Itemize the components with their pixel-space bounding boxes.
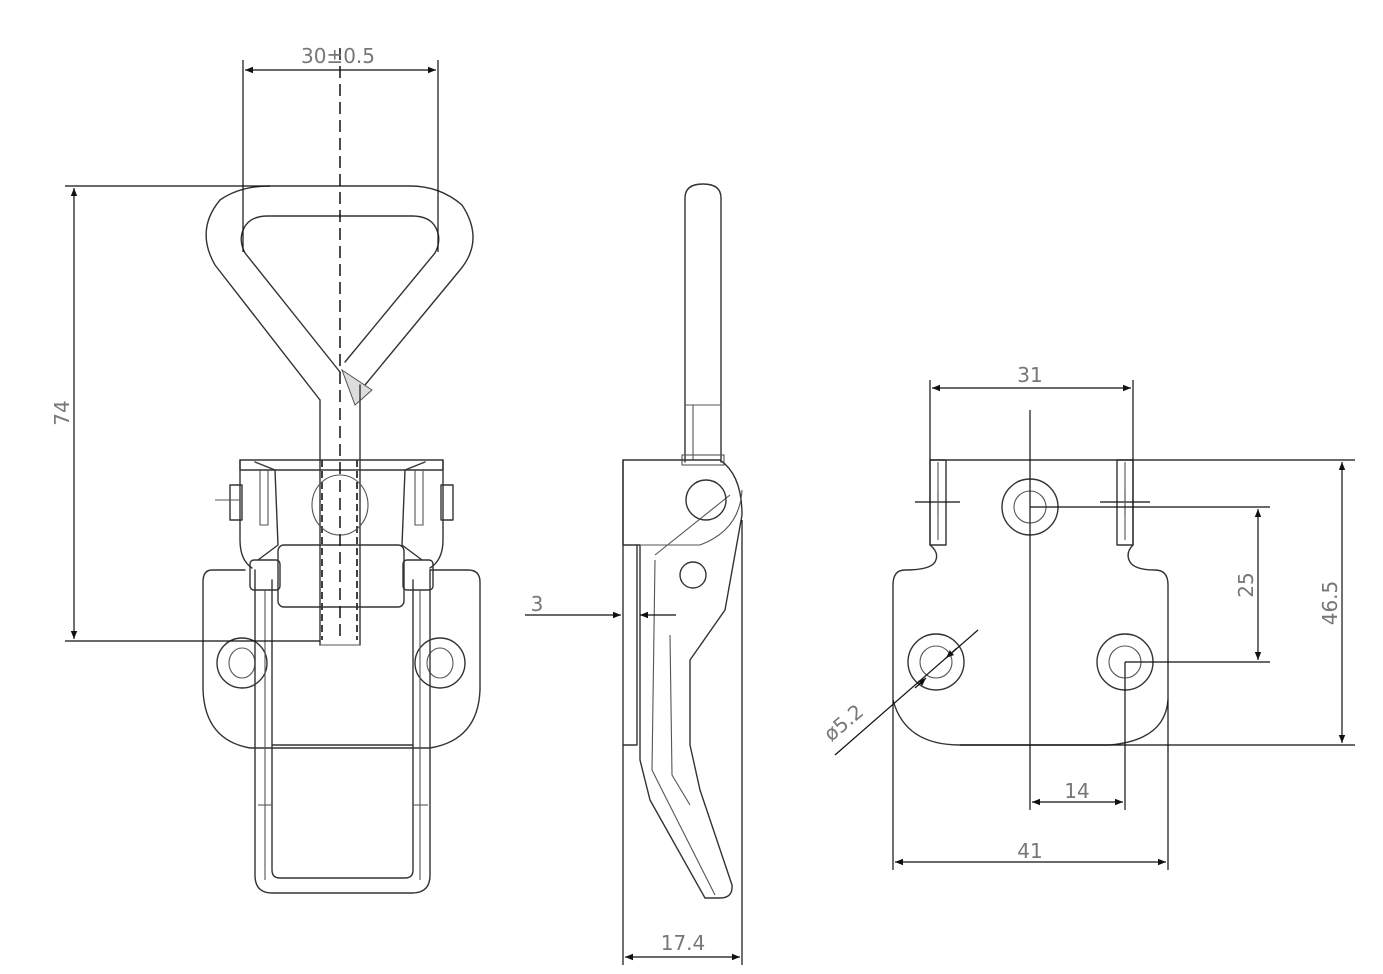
dim-hole-diameter: ø5.2 (819, 699, 868, 746)
dim-width-tolerance: 30±0.5 (301, 44, 375, 68)
side-pivot-hole (685, 479, 727, 521)
dim-side-depth: 17.4 (661, 931, 706, 955)
side-wire-rod (684, 183, 722, 463)
base-plate-view: 31 25 46.5 14 41 ø5.2 (819, 363, 1355, 870)
front-mount-hole-right (414, 637, 466, 689)
side-body (622, 459, 743, 899)
latch-bail-outer (254, 569, 431, 894)
latch-bail-inner (271, 579, 414, 879)
dim-hole-spacing-x: 31 (1017, 363, 1042, 387)
dim-height-overall: 74 (50, 400, 74, 425)
weld-mark (340, 368, 373, 406)
dim-plate-thickness: 3 (531, 592, 544, 616)
roller (277, 544, 405, 608)
front-mount-hole-left (216, 637, 268, 689)
dim-base-height: 46.5 (1318, 581, 1342, 626)
front-base-plate (202, 569, 481, 749)
dim-base-width: 41 (1017, 839, 1042, 863)
front-view: 30±0.5 74 (50, 44, 481, 894)
base-hole-left (907, 633, 965, 691)
side-small-hole (679, 561, 707, 589)
side-view: 3 17.4 (525, 183, 743, 965)
dim-hole-spacing-y: 25 (1234, 572, 1258, 597)
dim-hole-offset: 14 (1064, 779, 1089, 803)
